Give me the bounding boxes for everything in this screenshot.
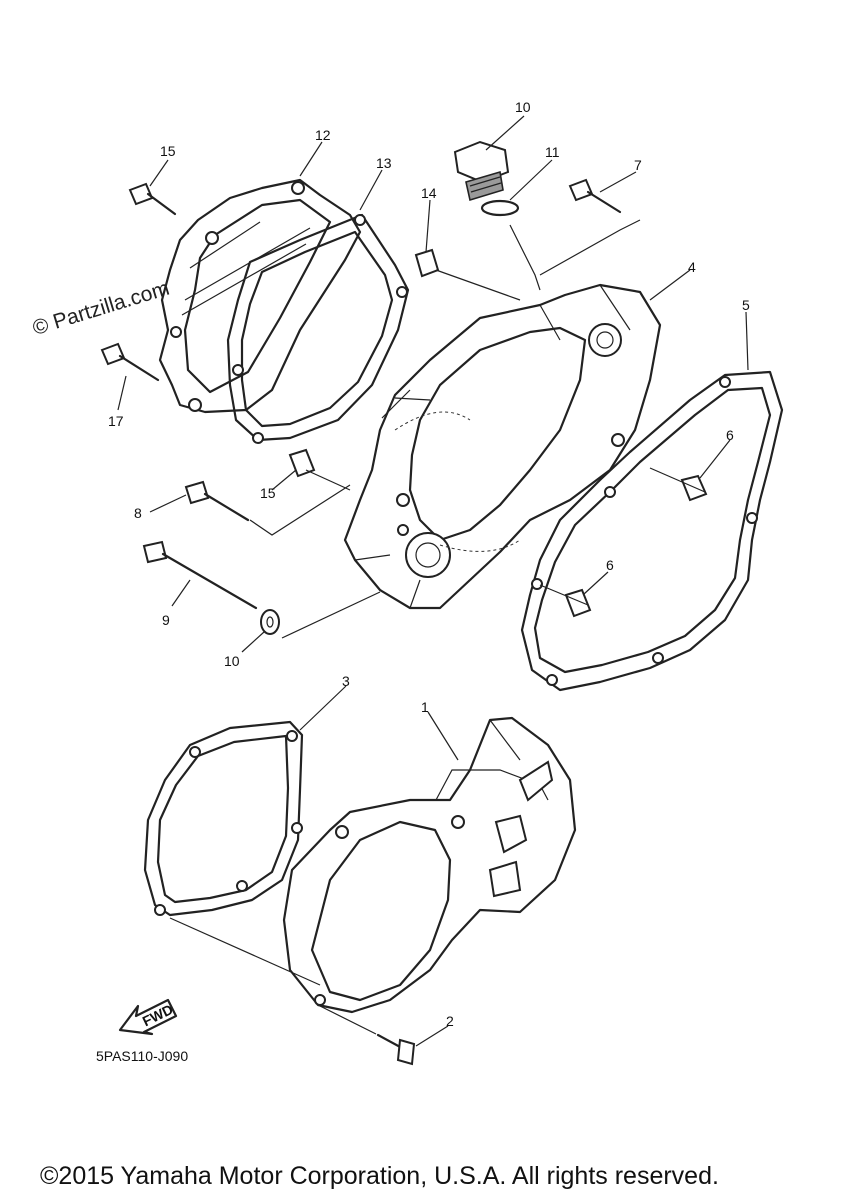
part-16-bolt bbox=[128, 182, 177, 216]
callout-12: 11 bbox=[545, 144, 560, 160]
callout-6-right: 6 bbox=[726, 427, 734, 443]
callout-15-lower: 15 bbox=[260, 485, 276, 501]
part-15-dowel-lower bbox=[288, 448, 316, 478]
callout-17: 17 bbox=[108, 413, 124, 429]
part-11-oil-plug bbox=[453, 140, 510, 202]
fwd-arrow-icon: FWD bbox=[118, 998, 178, 1036]
callout-6-lower: 6 bbox=[606, 557, 614, 573]
part-6-dowel-lower bbox=[564, 588, 592, 618]
callout-14: 13 bbox=[376, 155, 392, 171]
callout-9: 9 bbox=[162, 612, 170, 628]
callout-4: 4 bbox=[688, 259, 696, 275]
callout-3: 3 bbox=[342, 673, 350, 689]
diagram-part-code: 5PAS110-J090 bbox=[96, 1048, 189, 1064]
part-6-dowel-right bbox=[680, 474, 708, 502]
part-2-screw bbox=[376, 1033, 416, 1066]
callout-16: 15 bbox=[160, 143, 176, 159]
callout-11: 10 bbox=[515, 99, 531, 115]
callout-15-upper: 14 bbox=[421, 185, 437, 201]
part-1-outer-cover bbox=[282, 716, 577, 1014]
callout-13: 12 bbox=[315, 127, 331, 143]
assembly-lines bbox=[169, 219, 706, 1035]
callout-8: 8 bbox=[134, 505, 142, 521]
part-5-crankcase-gasket bbox=[520, 370, 784, 692]
callout-7: 7 bbox=[634, 157, 642, 173]
part-4-crankcase bbox=[343, 283, 662, 610]
part-10-washer bbox=[260, 609, 280, 635]
part-15-dowel-upper bbox=[414, 248, 440, 278]
part-17-bolt bbox=[100, 342, 160, 382]
part-13-crankcase-cover bbox=[158, 178, 362, 414]
callout-leaders bbox=[117, 115, 749, 1047]
part-12-o-ring bbox=[480, 199, 520, 217]
callout-1: 1 bbox=[421, 699, 429, 715]
callout-5: 5 bbox=[742, 297, 750, 313]
part-7-bolt bbox=[568, 178, 622, 214]
callout-10: 10 bbox=[224, 653, 240, 669]
callout-labels: 10 11 12 13 14 15 7 4 5 6 6 15 8 9 10 17… bbox=[108, 99, 750, 1029]
part-3-outer-gasket bbox=[143, 720, 304, 917]
copyright-notice: ©2015 Yamaha Motor Corporation, U.S.A. A… bbox=[40, 1162, 719, 1190]
part-9-bolt bbox=[142, 540, 258, 610]
part-14-cover-gasket bbox=[226, 213, 410, 444]
callout-2: 2 bbox=[446, 1013, 454, 1029]
part-8-bolt bbox=[184, 480, 250, 522]
